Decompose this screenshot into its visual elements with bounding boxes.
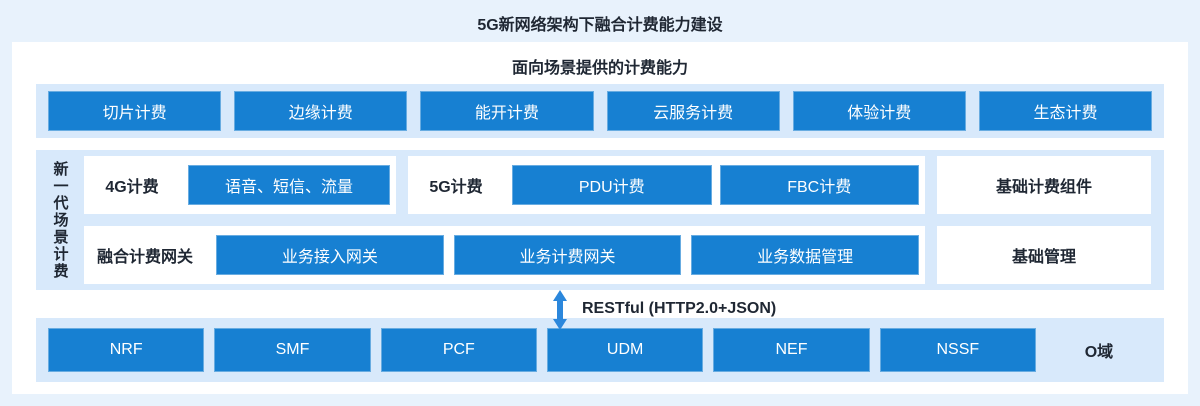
- billing-row-2: 融合计费网关 业务接入网关 业务计费网关 业务数据管理 基础管理: [84, 226, 1151, 284]
- nf-block: NEF: [713, 328, 870, 372]
- gateway-block: 业务数据管理: [691, 235, 920, 275]
- capabilities-strip: 切片计费 边缘计费 能开计费 云服务计费 体验计费 生态计费: [36, 84, 1164, 138]
- capability-block: 生态计费: [978, 91, 1153, 131]
- nf-block: NSSF: [879, 328, 1036, 372]
- group-5g-label: 5G计费: [429, 179, 483, 196]
- billing-block: PDU计费: [512, 165, 712, 205]
- nf-block: SMF: [214, 328, 371, 372]
- gateway-block: 业务计费网关: [453, 235, 682, 275]
- gateway-group: 融合计费网关 业务接入网关 业务计费网关 业务数据管理: [84, 226, 925, 284]
- capability-block: 切片计费: [48, 91, 222, 131]
- billing-block: 语音、短信、流量: [188, 165, 390, 205]
- group-4g-label: 4G计费: [105, 179, 159, 196]
- scene-billing-side-label: 新一代场景计费: [51, 160, 69, 280]
- scene-billing-band: 新一代场景计费 4G计费 语音、短信、流量 5G计费 PDU计费 FBC计费 基…: [36, 150, 1164, 290]
- restful-connector: RESTful (HTTP2.0+JSON): [552, 290, 776, 330]
- capability-block: 云服务计费: [606, 91, 780, 131]
- capability-block: 体验计费: [792, 91, 966, 131]
- nf-block: NRF: [48, 328, 205, 372]
- main-panel: 面向场景提供的计费能力 切片计费 边缘计费 能开计费 云服务计费 体验计费 生态…: [12, 42, 1188, 394]
- page-title: 5G新网络架构下融合计费能力建设: [477, 17, 723, 34]
- group-5g-billing: 5G计费 PDU计费 FBC计费: [408, 156, 925, 214]
- nf-block: PCF: [380, 328, 537, 372]
- base-components-box: 基础计费组件: [937, 156, 1151, 214]
- capabilities-header: 面向场景提供的计费能力: [511, 60, 688, 77]
- base-management-box: 基础管理: [937, 226, 1151, 284]
- capability-block: 边缘计费: [234, 91, 408, 131]
- o-domain-label: O域: [1084, 344, 1114, 361]
- connector-label: RESTful (HTTP2.0+JSON): [582, 300, 777, 317]
- vertical-double-arrow-icon: [553, 290, 567, 330]
- billing-block: FBC计费: [719, 165, 919, 205]
- gateway-block: 业务接入网关: [216, 235, 444, 275]
- scene-billing-content: 4G计费 语音、短信、流量 5G计费 PDU计费 FBC计费 基础计费组件 融合…: [84, 150, 1164, 290]
- capability-block: 能开计费: [420, 91, 594, 131]
- network-functions-strip: NRF SMF PCF UDM NEF NSSF O域: [36, 318, 1164, 382]
- gateway-label: 融合计费网关: [96, 249, 193, 266]
- billing-row-1: 4G计费 语音、短信、流量 5G计费 PDU计费 FBC计费 基础计费组件: [84, 156, 1151, 214]
- group-4g-billing: 4G计费 语音、短信、流量: [84, 156, 396, 214]
- nf-block: UDM: [546, 328, 704, 372]
